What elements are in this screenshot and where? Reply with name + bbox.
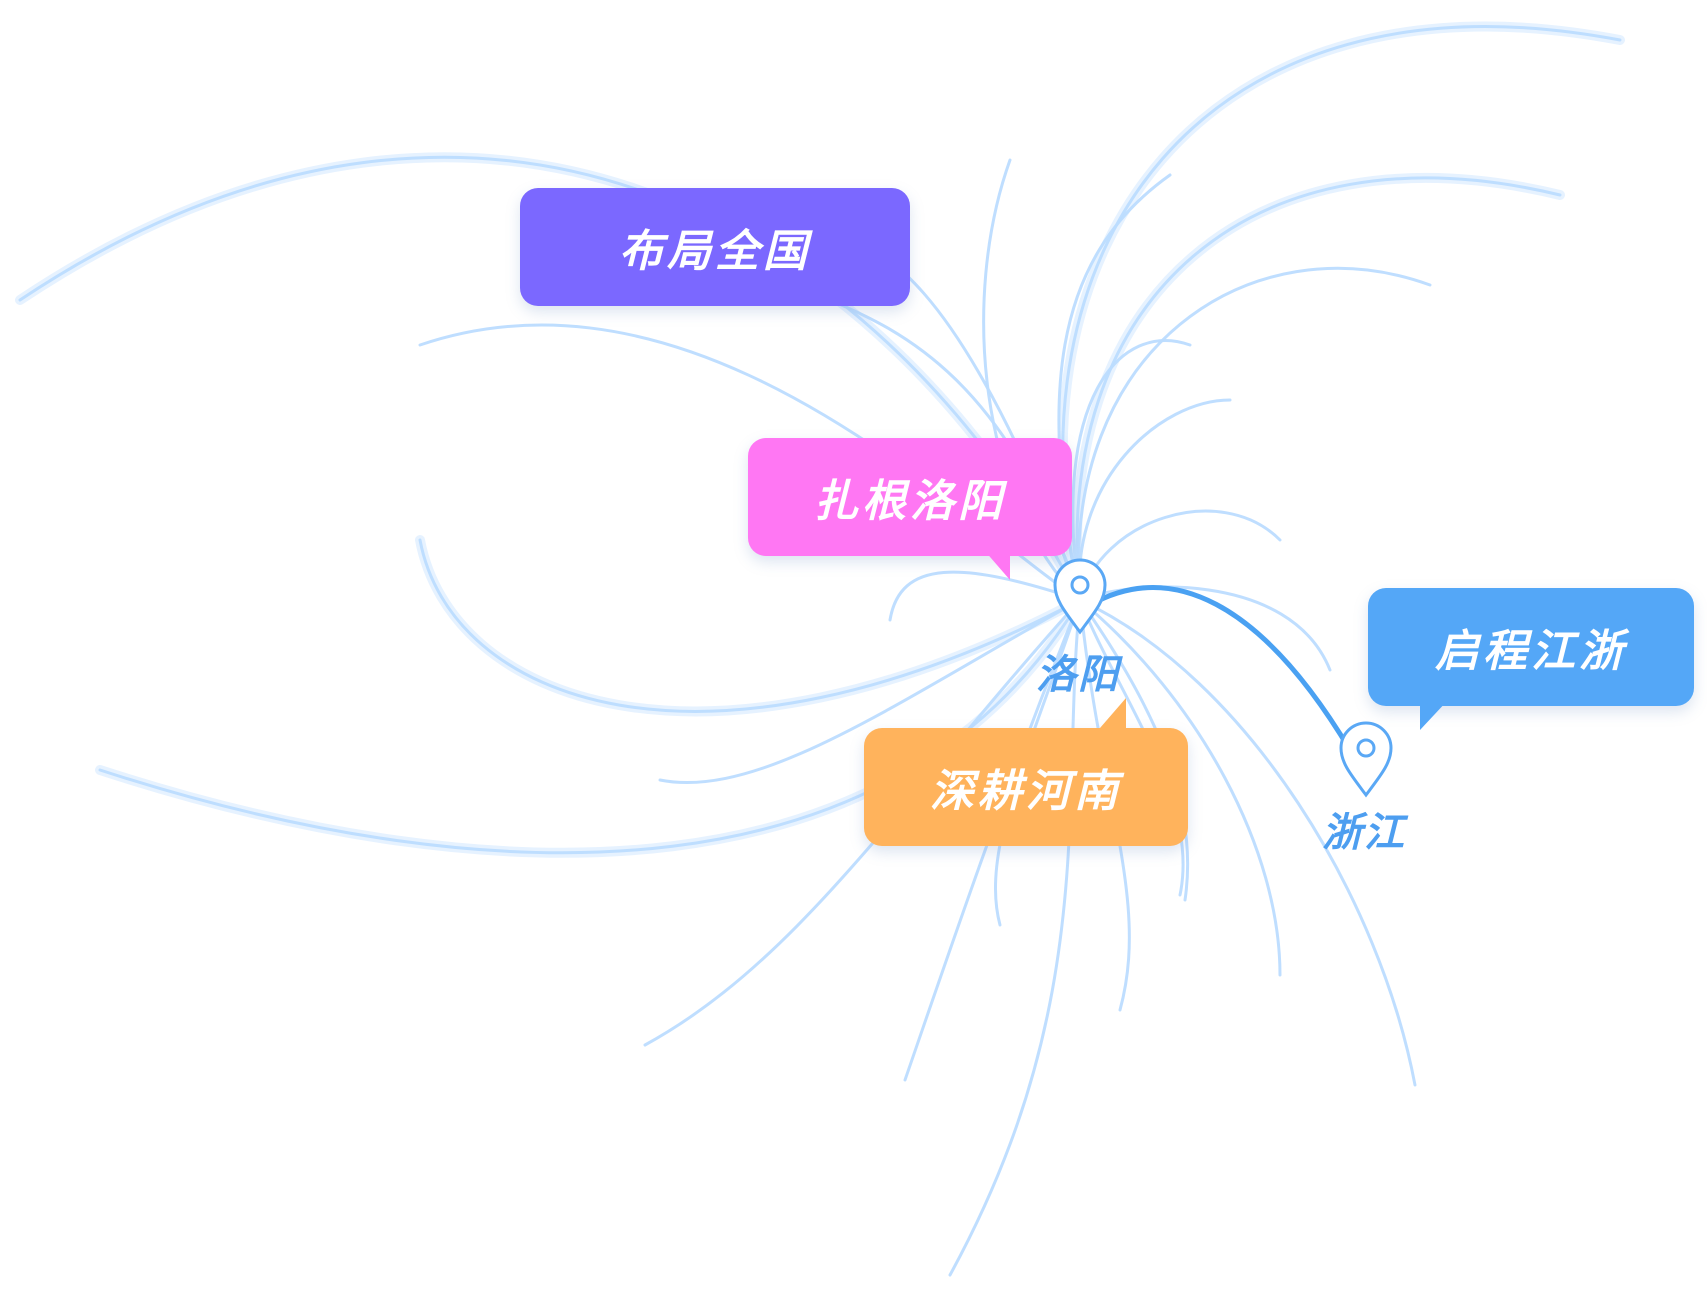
callout-rooted-text: 扎根洛阳 xyxy=(814,476,1006,527)
city-label-zhejiang: 浙江 xyxy=(1322,810,1406,856)
callout-rooted-luoyang: 扎根洛阳 xyxy=(748,438,1072,580)
luoyang-pin-icon xyxy=(1053,558,1107,635)
callout-national-text: 布局全国 xyxy=(619,226,811,277)
zhejiang-pin-icon xyxy=(1339,721,1393,798)
callout-jiangzhe-tail xyxy=(1420,700,1448,730)
callout-henan-tail xyxy=(1100,698,1126,728)
callout-jiangzhe-text: 启程江浙 xyxy=(1435,626,1627,677)
city-label-luoyang: 洛阳 xyxy=(1036,652,1120,698)
callout-national: 布局全国 xyxy=(520,188,910,306)
route-luoyang-to-zhejiang xyxy=(1087,585,1353,753)
callout-henan: 深耕河南 xyxy=(864,698,1188,846)
callout-jiangzhe: 启程江浙 xyxy=(1368,588,1694,730)
callout-rooted-tail xyxy=(984,550,1010,580)
callout-henan-text: 深耕河南 xyxy=(930,766,1122,817)
